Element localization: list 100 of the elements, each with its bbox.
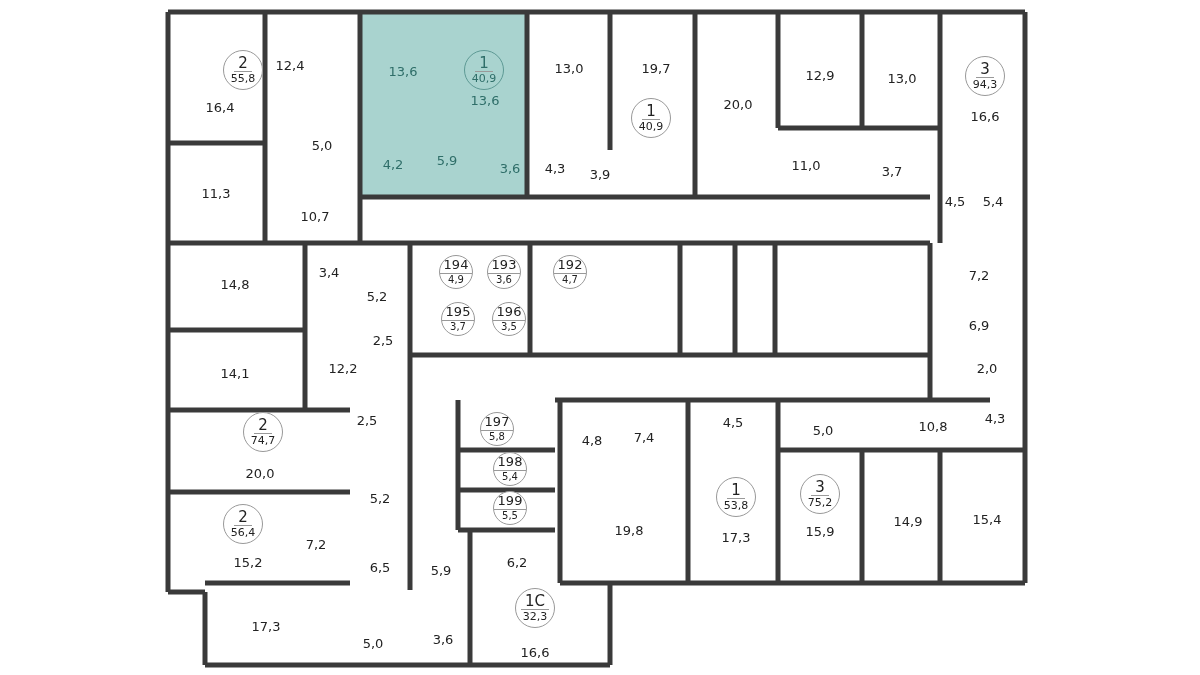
area-value: 5,4 [502,470,518,483]
room-area: 19,8 [614,522,644,538]
room-area: 2,0 [976,360,998,376]
room-area: 15,2 [233,554,263,570]
apartment-badge [492,302,526,336]
room-area: 13,6 [470,92,500,108]
apartment-number: 196 [492,305,526,321]
apartment-badge [439,255,473,289]
apartment-number: 199 [493,494,527,510]
apartment-number: 3 [976,60,994,79]
room-area: 16,4 [205,99,235,115]
room-area: 15,9 [805,523,835,539]
apartment-number: 197 [480,415,514,431]
room-area: 4,8 [581,432,603,448]
room-area: 5,4 [982,193,1004,209]
room-area: 4,5 [722,414,744,430]
area-value: 3,6 [496,273,512,286]
room-area: 4,2 [382,156,404,172]
area-value: 32,3 [522,610,548,624]
area-value: 40,9 [471,72,497,86]
room-area: 11,0 [791,157,821,173]
room-area: 10,7 [300,208,330,224]
apartment-number: 1 [642,102,660,121]
room-area: 20,0 [723,96,753,112]
apartment-badge [243,412,283,452]
area-value: 5,8 [489,430,505,443]
apartment-number: 2 [254,416,272,435]
room-area: 3,9 [589,166,611,182]
area-value: 94,3 [972,78,998,92]
room-area: 13,0 [554,60,584,76]
room-area: 14,8 [220,276,250,292]
room-area: 17,3 [251,618,281,634]
apartment-badge [441,302,475,336]
room-area: 17,3 [721,529,751,545]
room-area: 4,3 [544,160,566,176]
area-value: 5,5 [502,509,518,522]
apartment-badge [493,452,527,486]
room-area: 7,2 [968,267,990,283]
room-area: 7,2 [305,536,327,552]
room-area: 14,1 [220,365,250,381]
area-value: 3,7 [450,320,466,333]
room-area: 14,9 [893,513,923,529]
room-area: 12,4 [275,57,305,73]
area-value: 53,8 [723,499,749,513]
room-area: 12,9 [805,67,835,83]
room-area: 3,7 [881,163,903,179]
room-area: 7,4 [633,429,655,445]
apartment-number: 195 [441,305,475,321]
room-area: 5,0 [812,422,834,438]
room-area: 2,5 [356,412,378,428]
apartment-badge [515,588,555,628]
apartment-number: 2 [234,508,252,527]
apartment-badge [553,255,587,289]
apartment-number: 194 [439,258,473,274]
apartment-number: 192 [553,258,587,274]
room-area: 6,9 [968,317,990,333]
room-area: 2,5 [372,332,394,348]
apartment-badge [631,98,671,138]
room-area: 16,6 [970,108,1000,124]
room-area: 5,2 [366,288,388,304]
apartment-badge [223,504,263,544]
room-area: 13,6 [388,63,418,79]
apartment-number: 193 [487,258,521,274]
area-value: 3,5 [501,320,517,333]
room-area: 3,4 [318,264,340,280]
room-area: 12,2 [328,360,358,376]
apartment-badge [487,255,521,289]
room-area: 5,9 [436,152,458,168]
room-area: 5,0 [311,137,333,153]
apartment-badge [223,50,263,90]
room-area: 6,2 [506,554,528,570]
room-area: 5,9 [430,562,452,578]
room-area: 16,6 [520,644,550,660]
apartment-number: 2 [234,54,252,73]
area-value: 55,8 [230,72,256,86]
room-area: 20,0 [245,465,275,481]
room-area: 4,5 [944,193,966,209]
room-area: 6,5 [369,559,391,575]
room-area: 10,8 [918,418,948,434]
apartment-number: 1 [475,54,493,73]
apartment-number: 3 [811,478,829,497]
area-value: 74,7 [250,434,276,448]
area-value: 75,2 [807,496,833,510]
apartment-badge [800,474,840,514]
room-area: 11,3 [201,185,231,201]
apartment-badge [716,477,756,517]
apartment-badge [965,56,1005,96]
room-area: 5,0 [362,635,384,651]
apartment-badge [493,491,527,525]
room-area: 15,4 [972,511,1002,527]
apartment-badge [480,412,514,446]
room-area: 3,6 [432,631,454,647]
room-area: 13,0 [887,70,917,86]
apartment-number: 1С [521,592,549,611]
room-area: 4,3 [984,410,1006,426]
area-value: 56,4 [230,526,256,540]
apartment-number: 1 [727,481,745,500]
area-value: 4,7 [562,273,578,286]
room-area: 3,6 [499,160,521,176]
area-value: 4,9 [448,273,464,286]
